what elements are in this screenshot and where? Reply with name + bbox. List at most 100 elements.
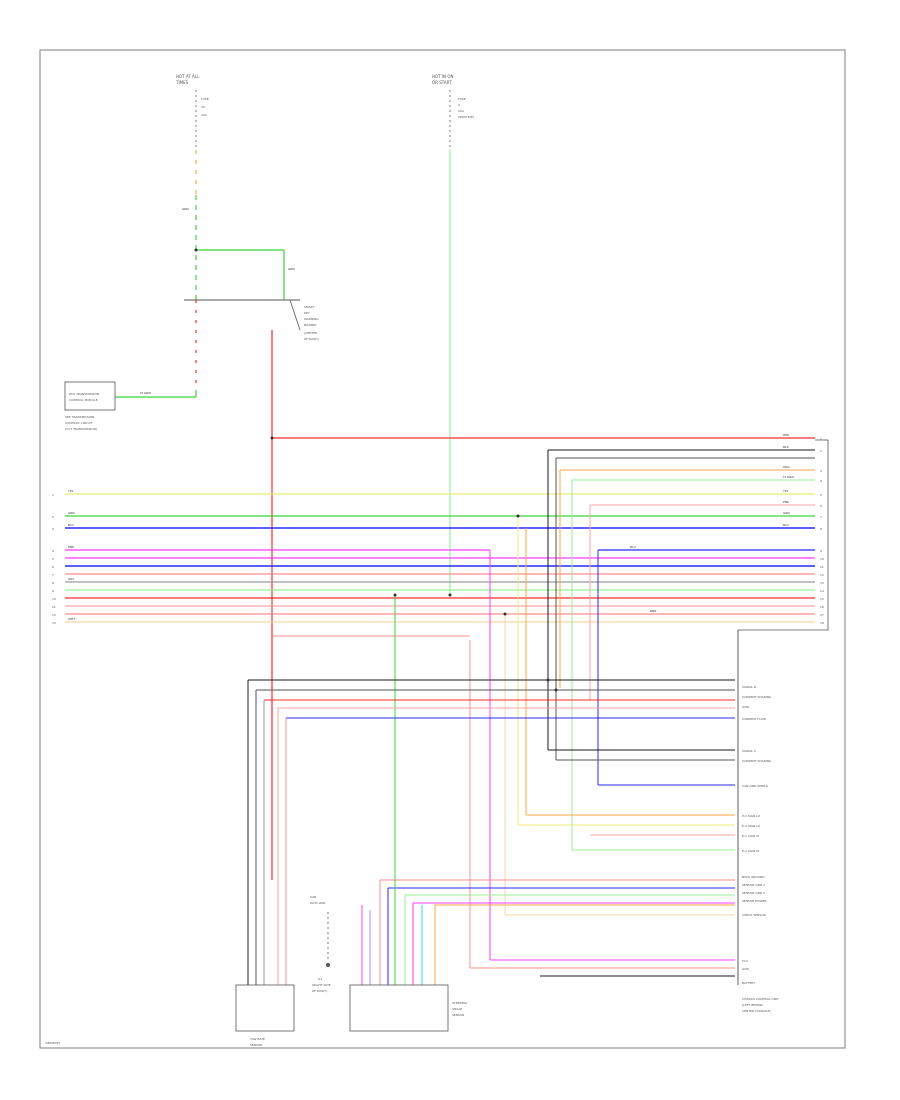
bus-label-blu-2: BLU: [630, 545, 636, 549]
left-fuse-title-1: HOT AT ALL: [176, 74, 200, 79]
relay-caption-1: SEE TRANSMISSION: [65, 415, 94, 419]
cc-pin-label-8: E-1 SIGN LO: [742, 814, 761, 818]
svg-text:5: 5: [820, 493, 822, 497]
center-fuse-title-2: OR START: [432, 80, 452, 85]
can-label-1: CAN: [310, 895, 316, 899]
svg-text:4: 4: [820, 479, 822, 483]
svg-text:17: 17: [820, 613, 824, 617]
diagram-id: S/BM3025: [45, 1041, 60, 1045]
chassis-control-label-2: (LEFT BEHIND: [742, 1003, 764, 1007]
relay-caption-2: CONTROL CIRCUIT: [65, 421, 93, 425]
bus-wire-labels: RED BLK ORG LT GRN YEL PNK GRN BLU YEL G…: [68, 433, 794, 621]
bus-label-left-yel: YEL: [68, 489, 74, 493]
cc-pin-label-4: CURRENT FLOW: [742, 717, 766, 721]
bus-label-blk: BLK: [783, 445, 790, 449]
chassis-control-label-3: CENTER CONSOLE): [742, 1009, 771, 1013]
wire-label-grn-2: GRN: [288, 267, 295, 271]
center-fuse-ipdm: (IPDM E/R): [458, 115, 474, 119]
cc-pin-label-11: E-2 SIGN HI: [742, 849, 759, 853]
diagram-frame: [39, 49, 846, 1049]
yaw-sensor-label-2: SENSOR: [250, 1043, 262, 1047]
bus-label-yel: YEL: [783, 489, 789, 493]
cc-pin-label-9: E-2 SIGN LO: [742, 824, 761, 828]
steering-sensor-box: STEERING ANGLE SENSOR: [349, 984, 468, 1032]
yaw-sensor-box: YAW RATE SENSOR: [235, 984, 295, 1047]
svg-text:1: 1: [52, 493, 54, 497]
harness-feeds: [247, 679, 735, 985]
cc-pin-label-19: BATTERY: [742, 981, 755, 985]
steering-sensor-feeds: [361, 879, 735, 985]
bus-label-left-grn: GRN: [68, 511, 75, 515]
junction-loc-2: OF DASH): [304, 337, 319, 341]
svg-text:15: 15: [820, 597, 824, 601]
svg-text:11: 11: [820, 565, 824, 569]
bus-label-red: RED: [783, 433, 790, 437]
center-fuse-number: 2: [458, 103, 460, 107]
svg-text:9: 9: [820, 549, 822, 553]
junction-label-1: SMART: [304, 305, 314, 309]
left-fuse-title-2: TIMES: [175, 80, 189, 85]
bus-label-grn: GRN: [783, 511, 790, 515]
cc-pin-label-1: SIGNAL R: [742, 685, 756, 689]
junction-label-4: BUZZER: [304, 323, 316, 327]
cc-pin-label-6: CURRENT SHARING: [742, 759, 772, 763]
ground-label-2: (RIGHT SIDE: [312, 983, 331, 987]
svg-text:8: 8: [820, 527, 822, 531]
wire-label-grn-1: GRN: [182, 207, 189, 211]
ground-label-3: OF DASH): [312, 989, 327, 993]
bus-label-lt-grn: LT GRN: [783, 475, 794, 479]
bus-label-org: ORG: [783, 465, 790, 469]
bus-label-left-gry: GRY: [68, 577, 74, 581]
left-fuse-number: 25: [201, 105, 205, 109]
svg-text:3: 3: [52, 527, 54, 531]
center-fuse-rating: 10A: [458, 109, 465, 113]
svg-text:7: 7: [820, 515, 822, 519]
svg-text:4: 4: [52, 549, 54, 553]
smart-key-junction: SMART KEY WARNING BUZZER (CENTER OF DASH…: [289, 299, 319, 341]
chassis-control-label-1: CHASSIS CONTROL UNIT: [742, 997, 779, 1001]
junction-label-2: KEY: [304, 311, 310, 315]
svg-text:8: 8: [52, 581, 54, 585]
relay-box-label-1: ECU TRANSMISSION: [69, 392, 99, 396]
can-label-2: DATA LINK: [310, 901, 326, 905]
bus-label-pnk: PNK: [783, 500, 790, 504]
cc-pin-label-3: GND: [742, 705, 750, 709]
yaw-sensor-label-1: YAW RATE: [250, 1037, 265, 1041]
bus-label-left-blu: BLU: [68, 523, 74, 527]
cc-pin-label-15: SENSOR POWER: [742, 899, 766, 903]
svg-text:9: 9: [52, 589, 54, 593]
left-fuse-label: FUSE: [201, 97, 209, 101]
bus-label-blu: BLU: [783, 523, 789, 527]
cc-pin-label-13: SENSOR GND 1: [742, 883, 765, 887]
cc-pin-label-12: BACK GROUND: [742, 875, 765, 879]
cc-pin-label-2: CURRENT SHARING: [742, 695, 772, 699]
ground-label-1: G4: [318, 977, 322, 981]
bus-label-left-pnk: PNK: [68, 545, 75, 549]
center-fuse-title-1: HOT IN ON: [432, 74, 453, 79]
svg-text:7: 7: [52, 573, 54, 577]
svg-text:11: 11: [52, 605, 56, 609]
svg-text:6: 6: [820, 504, 822, 508]
relay-box-label-2: CONTROL MODULE: [69, 398, 98, 402]
svg-text:12: 12: [820, 573, 824, 577]
chassis-control-unit: SIGNAL R CURRENT SHARING GND CURRENT FLO…: [737, 439, 829, 1013]
steering-label-2: ANGLE: [452, 1007, 462, 1011]
cc-pin-label-17: TCU: [741, 959, 748, 963]
cc-pin-label-18: GND: [742, 967, 750, 971]
svg-text:16: 16: [820, 605, 824, 609]
wire-label-lt-grn: LT GRN: [140, 391, 151, 395]
svg-text:2: 2: [820, 449, 822, 453]
bus-wires: [65, 437, 815, 623]
steering-label-3: SENSOR: [452, 1013, 464, 1017]
cc-pin-label-10: E-1 SIGN HI: [742, 834, 759, 838]
left-fuse-feed: HOT AT ALL TIMES FUSE 25 10A GRN GRN LT …: [115, 74, 300, 398]
cc-pin-label-7: CAN GND SHIELD: [742, 784, 769, 788]
bus-label-left-wht: WHT: [68, 617, 75, 621]
relay-caption-3: (CVT TRANSMISSION): [65, 427, 97, 431]
svg-text:2: 2: [52, 515, 54, 519]
center-fuse-label: FUSE: [458, 97, 466, 101]
left-fuse-rating: 10A: [201, 113, 208, 117]
svg-text:5: 5: [52, 557, 54, 561]
